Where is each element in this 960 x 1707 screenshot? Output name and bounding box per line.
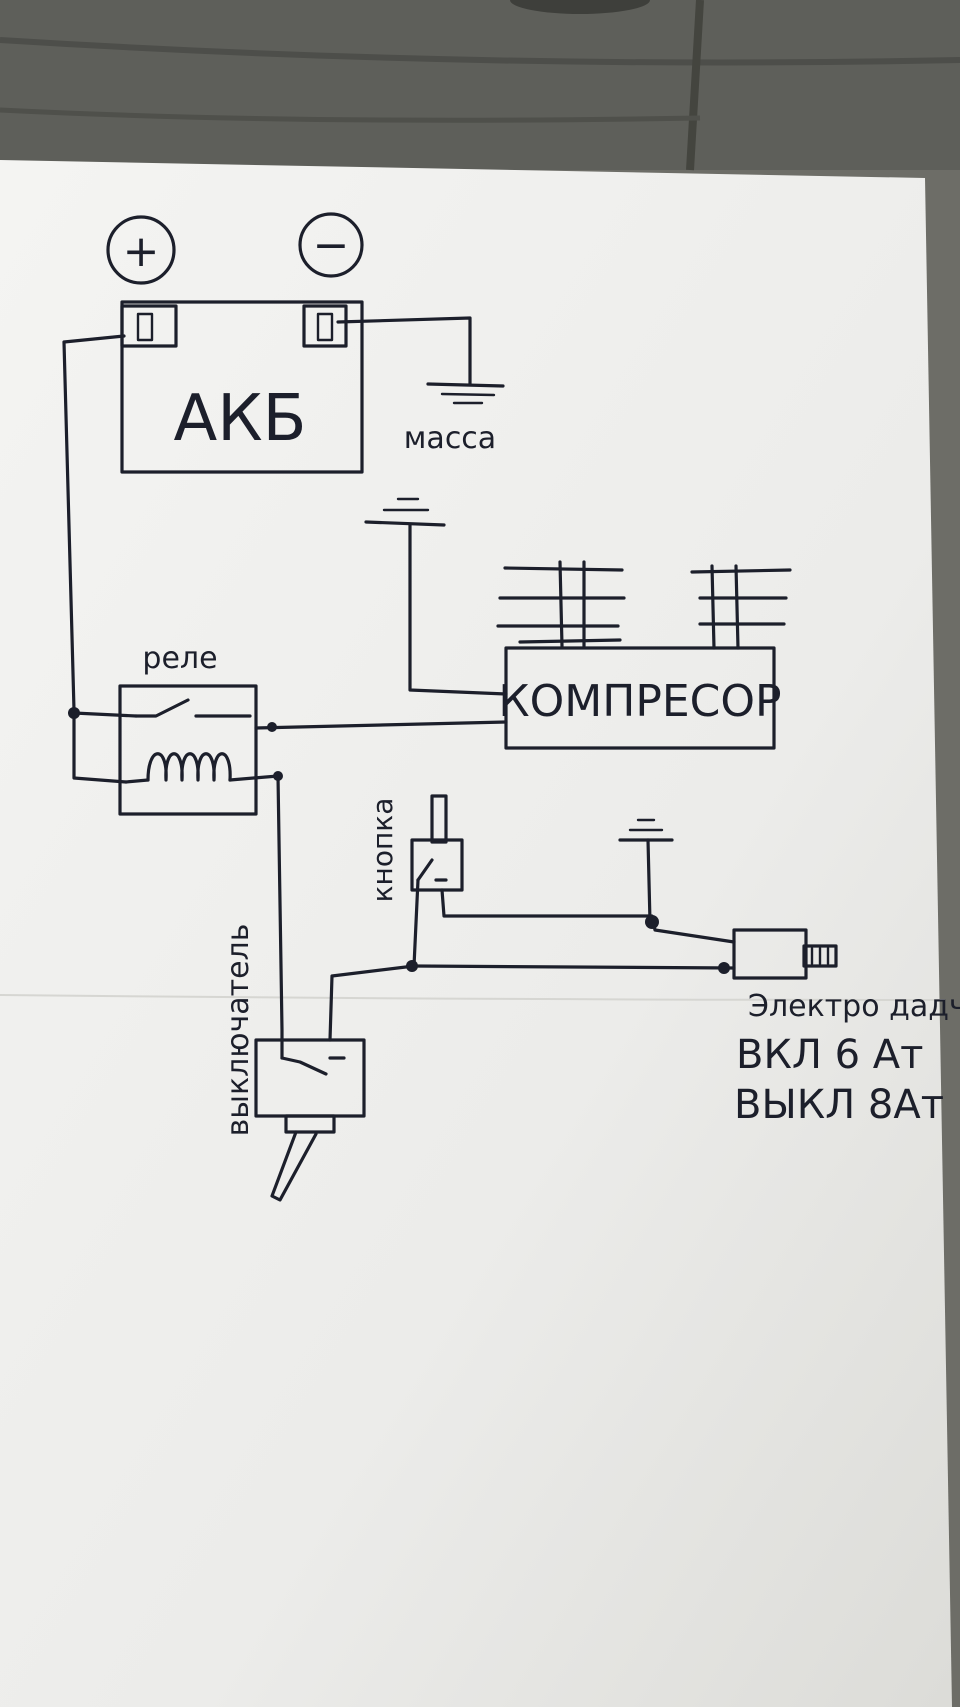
- wire-relay-to-compressor: [254, 720, 508, 730]
- junction-dot: [406, 960, 418, 972]
- junction-dot: [273, 771, 283, 781]
- wire-switch-branch-to-pressure: [412, 964, 736, 970]
- coil-lead-right: [228, 774, 280, 782]
- button-contact: [416, 858, 448, 882]
- pressure-off-label: ВЫКЛ 8Ат: [734, 1082, 944, 1128]
- pressure-switch-label: Электро дадч.: [748, 989, 960, 1024]
- battery-label: АКБ: [173, 382, 306, 456]
- relay: реле: [118, 641, 280, 816]
- compressor-ground-bar-1: [364, 520, 446, 527]
- pressure-on-label: ВКЛ 6 Ат: [736, 1032, 923, 1078]
- pressure-switch-connector: [802, 944, 838, 968]
- wire-pressure-ground: [646, 838, 652, 924]
- plus-sign: +: [123, 226, 160, 277]
- minus-terminal-circle: [298, 212, 364, 278]
- paper-crease: [0, 994, 946, 1001]
- button-body: [410, 838, 464, 892]
- battery-minus-terminal: [302, 304, 348, 348]
- button-plunger: [430, 794, 448, 844]
- wire-relay-contact-left: [72, 711, 138, 718]
- switch-bushing: [284, 1114, 336, 1134]
- pressure-switch: Электро дадч. ВКЛ 6 Ат ВЫКЛ 8Ат: [732, 928, 960, 1128]
- plus-terminal-post: [136, 312, 154, 342]
- wire-relay-coil-to-switch: [276, 774, 284, 1060]
- button-label: кнопка: [366, 798, 399, 903]
- pressure-switch-body: [732, 928, 808, 980]
- battery-plus-terminal: [120, 304, 178, 348]
- toggle-switch: выключатель: [221, 924, 366, 1202]
- junction-dot: [267, 722, 277, 732]
- wire-compressor-ground: [408, 523, 508, 696]
- minus-terminal-post: [316, 312, 334, 342]
- plus-terminal-circle: [106, 215, 176, 285]
- junction-dot: [718, 962, 730, 974]
- connector-thread-icon: [810, 946, 830, 966]
- relay-coil-icon: [146, 752, 232, 782]
- compressor: КОМПРЕСОР: [364, 497, 792, 750]
- coil-lead-left: [124, 778, 150, 784]
- push-button: кнопка: [366, 794, 464, 903]
- battery-ground: масса: [336, 316, 505, 456]
- switch-label: выключатель: [221, 924, 256, 1137]
- compressor-label: КОМПРЕСОР: [498, 676, 781, 727]
- minus-sign: −: [313, 220, 350, 271]
- relay-contact-switch: [134, 698, 252, 718]
- switch-lever-icon: [270, 1130, 318, 1202]
- pressure-ground: [618, 818, 674, 924]
- junction-dot: [645, 915, 659, 929]
- battery-body: [120, 300, 364, 474]
- cooling-fins-icon: [496, 560, 792, 650]
- paper-sheet: [0, 160, 952, 1707]
- relay-label: реле: [142, 641, 217, 676]
- switch-contact: [280, 1056, 346, 1076]
- relay-body: [118, 684, 258, 816]
- ground-label: масса: [404, 421, 496, 456]
- wire-switch-to-button: [328, 878, 420, 1042]
- battery: + − АКБ: [106, 212, 364, 474]
- compressor-body: [504, 646, 776, 750]
- junction-dot: [68, 707, 80, 719]
